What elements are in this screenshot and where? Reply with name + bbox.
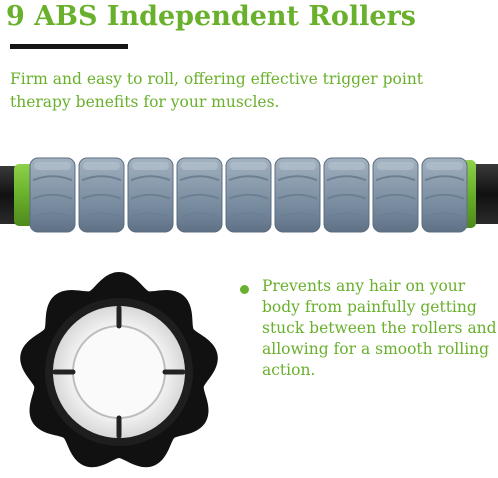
roller-segment bbox=[225, 157, 272, 233]
endcap-hub bbox=[72, 325, 166, 419]
page-title: 9 ABS Independent Rollers bbox=[6, 1, 416, 32]
roller-segment bbox=[29, 157, 76, 233]
intro-text: Firm and easy to roll, offering effectiv… bbox=[10, 70, 424, 111]
roller-segment bbox=[176, 157, 223, 233]
roller-segment bbox=[127, 157, 174, 233]
roller-segment bbox=[372, 157, 419, 233]
roller-stick-illustration bbox=[0, 140, 498, 250]
left-green-ring bbox=[14, 164, 34, 226]
endcap-spokes bbox=[52, 305, 186, 439]
title-underline bbox=[10, 44, 128, 49]
green-dot-icon bbox=[240, 285, 249, 294]
roller-endcap-illustration bbox=[14, 264, 224, 474]
roller-segment bbox=[323, 157, 370, 233]
roller-segment bbox=[274, 157, 321, 233]
roller-segment bbox=[421, 157, 468, 233]
roller-segment bbox=[78, 157, 125, 233]
feature-bullet-text: Prevents any hair on your body from pain… bbox=[262, 277, 497, 379]
